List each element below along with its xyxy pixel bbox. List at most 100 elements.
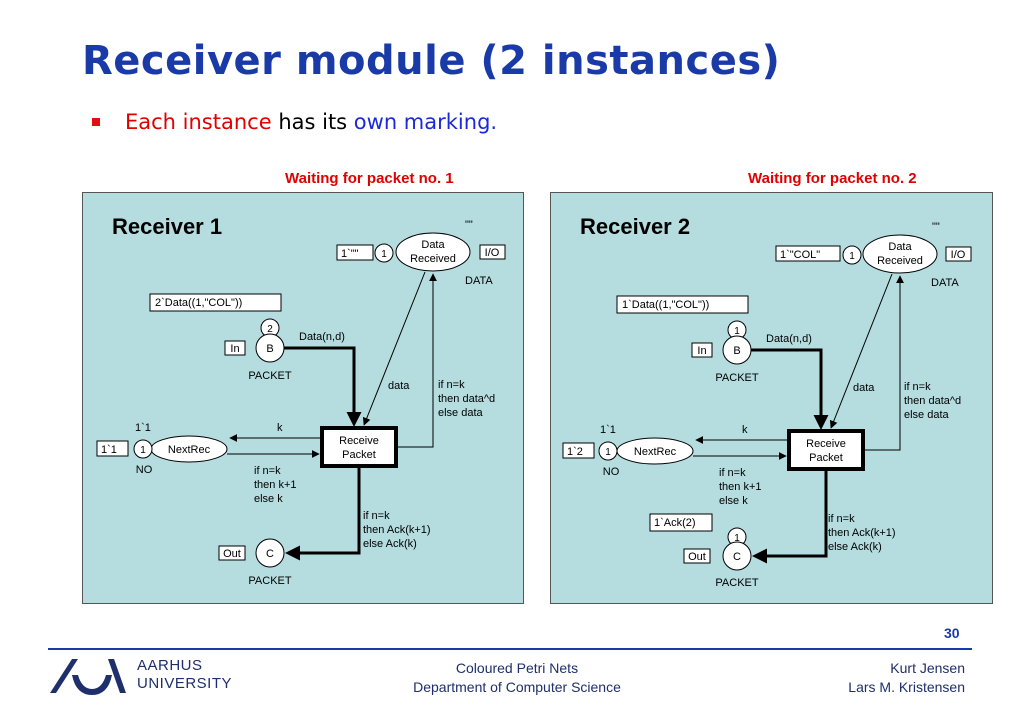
arc-t-to-c-line-1: if n=k [828,513,855,525]
data-received-token-count [842,245,862,265]
place-c-marking-box [649,513,713,532]
data-received-initial-marking: "" [465,219,473,231]
data-received-type: DATA [931,277,959,289]
arc-t-to-c-line-2: then Ack(k+1) [363,524,431,536]
data-received-place[interactable] [862,234,938,274]
arc-t-to-nr-line-3: else k [719,495,748,507]
footer-center: Coloured Petri Nets Department of Comput… [392,659,642,697]
nextrec-marking-box [562,442,595,459]
footer-divider [48,648,972,650]
panel-heading: Receiver 2 [580,214,690,239]
arc-transition-to-data-received [863,275,904,451]
arc-t-to-nr-line-1: if n=k [719,467,746,479]
university-name: AARHUS UNIVERSITY [137,657,232,693]
place-c-type: PACKET [248,575,291,587]
nextrec-label: NextRec [168,444,211,456]
out-port-label: Out [223,548,241,560]
nextrec-initial-marking: 1`1 [600,424,616,436]
bullet-has-its: has its [271,110,354,134]
page-number: 30 [944,625,960,641]
transition-label-1: Receive [339,435,379,447]
in-port-label: In [697,345,706,357]
io-port-label: I/O [485,247,500,259]
nextrec-type: NO [136,464,153,476]
arc-transition-to-c [285,468,361,561]
arc-t-to-dr-line-2: then data^d [904,395,961,407]
out-port-tag [683,548,711,564]
place-b-label: B [733,345,740,357]
arc-t-to-c-line-3: else Ack(k) [363,538,417,550]
nextrec-marking-box [96,440,129,457]
arc-t-to-c-line-2: then Ack(k+1) [828,527,896,539]
out-port-tag [218,545,246,561]
data-received-marking: 1`"" [341,248,359,260]
data-received-place[interactable] [395,232,471,272]
footer-authors: Kurt Jensen Lars M. Kristensen [780,659,965,697]
place-b-marking-box [149,293,282,312]
panel-1-caption: Waiting for packet no. 1 [285,170,454,187]
arc-t-to-dr-line-2: then data^d [438,393,495,405]
arc-b-to-transition-label: Data(n,d) [766,333,812,345]
arc-transition-to-c [752,471,828,564]
data-received-label-1: Data [421,239,445,251]
nextrec-token-text: 1 [605,447,611,458]
place-c[interactable] [722,541,752,571]
arc-k-label: k [742,424,748,436]
arc-t-to-dr-line-3: else data [904,409,950,421]
arc-transition-to-data-received [396,273,437,448]
data-received-label-2: Received [410,253,456,265]
nextrec-type: NO [603,466,620,478]
data-received-token-text: 1 [381,249,387,260]
nextrec-initial-marking: 1`1 [135,422,151,434]
in-port-label: In [230,343,239,355]
io-port-label: I/O [951,249,966,261]
transition-label-1: Receive [806,438,846,450]
arc-t-to-nr-line-1: if n=k [254,465,281,477]
place-c-label: C [266,548,274,560]
bullet-marker [92,118,100,126]
place-c-type: PACKET [715,577,758,589]
nextrec-marking: 1`1 [101,444,117,456]
arc-t-to-dr-line-3: else data [438,407,484,419]
data-received-token-text: 1 [849,251,855,262]
bullet-own-marking: own marking [353,110,491,134]
arc-data-received-to-transition [362,271,426,426]
arc-data-received-to-transition [829,273,893,429]
nextrec-label: NextRec [634,446,677,458]
transition-label-2: Packet [809,452,843,464]
place-c[interactable] [255,538,285,568]
footer-author-2: Lars M. Kristensen [848,679,965,695]
arc-t-to-nr-line-3: else k [254,493,283,505]
receiver-2-net: Receiver 2 "" Data Received 1 1`"COL" I/… [550,192,993,604]
place-c-token-text: 1 [734,533,740,544]
university-line-2: UNIVERSITY [137,675,233,692]
place-b-type: PACKET [715,372,758,384]
nextrec-token-text: 1 [140,445,146,456]
data-received-type: DATA [465,275,493,287]
place-c-marking: 1`Ack(2) [654,517,696,529]
place-b-marking-box [616,295,749,314]
arc-t-to-c-line-1: if n=k [363,510,390,522]
bullet-period: . [490,110,498,134]
arc-t-to-nr-line-2: then k+1 [254,479,297,491]
place-b-marking: 1`Data((1,"COL")) [622,299,709,311]
panel-2-caption: Waiting for packet no. 2 [748,170,917,187]
arc-b-to-transition [284,346,362,427]
arc-data-label: data [853,382,875,394]
data-received-token-count [374,243,394,263]
data-received-label-1: Data [888,241,912,253]
place-b-label: B [266,343,273,355]
arc-t-to-dr-line-1: if n=k [904,381,931,393]
bullet-text: Each instance has its own marking. [125,110,497,134]
transition-label-2: Packet [342,449,376,461]
data-received-marking-box [775,245,841,262]
footer-author-1: Kurt Jensen [890,660,965,676]
io-port-tag [945,246,972,262]
footer-department: Department of Computer Science [413,679,621,695]
bullet-each-instance: Each instance [125,110,272,134]
arc-b-to-transition-label: Data(n,d) [299,331,345,343]
place-c-label: C [733,551,741,563]
place-b-type: PACKET [248,370,291,382]
data-received-label-2: Received [877,255,923,267]
place-b-marking: 2`Data((1,"COL")) [155,297,242,309]
